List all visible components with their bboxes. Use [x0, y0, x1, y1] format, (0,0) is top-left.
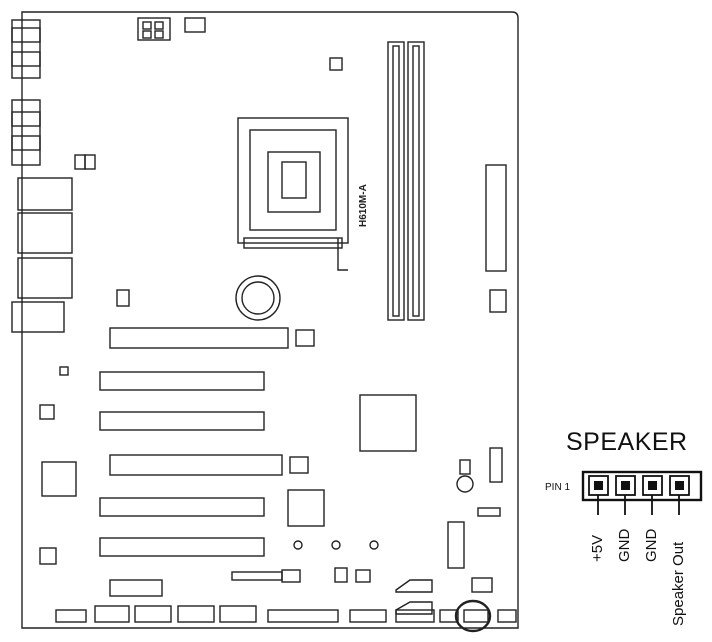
connector-title: SPEAKER — [566, 428, 688, 456]
dimm-slot-1 — [387, 41, 405, 321]
io-usb-stack-1 — [17, 177, 73, 211]
cmos-battery — [235, 275, 281, 321]
pin-label-4: Speaker Out — [670, 541, 687, 626]
pin1-label: PIN 1 — [545, 482, 571, 493]
pin-label-2: GND — [616, 528, 633, 562]
pin-label-1: +5V — [589, 534, 606, 562]
speaker-header-on-board — [463, 609, 489, 623]
io-audio-jacks — [11, 301, 65, 333]
pcie-x16-slot-1 — [109, 327, 289, 349]
chipset — [359, 394, 417, 452]
pcie-slot-3 — [99, 411, 265, 431]
speaker-header-enlarged — [581, 470, 703, 515]
speaker-header-highlight — [454, 599, 492, 633]
io-lan-port — [17, 257, 73, 299]
pin-label-3: GND — [643, 528, 660, 562]
pcie-slot-5 — [99, 537, 265, 557]
pcie-slot-4 — [99, 497, 265, 517]
board-outline — [21, 11, 519, 629]
io-hdmi-port — [11, 99, 41, 166]
io-usb-stack-2 — [17, 212, 73, 254]
board-model-label: H610M-A — [358, 184, 369, 227]
io-vga-port — [11, 19, 41, 79]
atx-power-connector — [485, 164, 507, 272]
cpu-power-connector — [137, 17, 171, 41]
dimm-slot-2 — [407, 41, 425, 321]
cpu-socket — [237, 117, 349, 244]
m2-slot — [447, 521, 465, 569]
pcie-x16-slot-2 — [109, 454, 283, 476]
pcie-slot-2 — [99, 371, 265, 391]
